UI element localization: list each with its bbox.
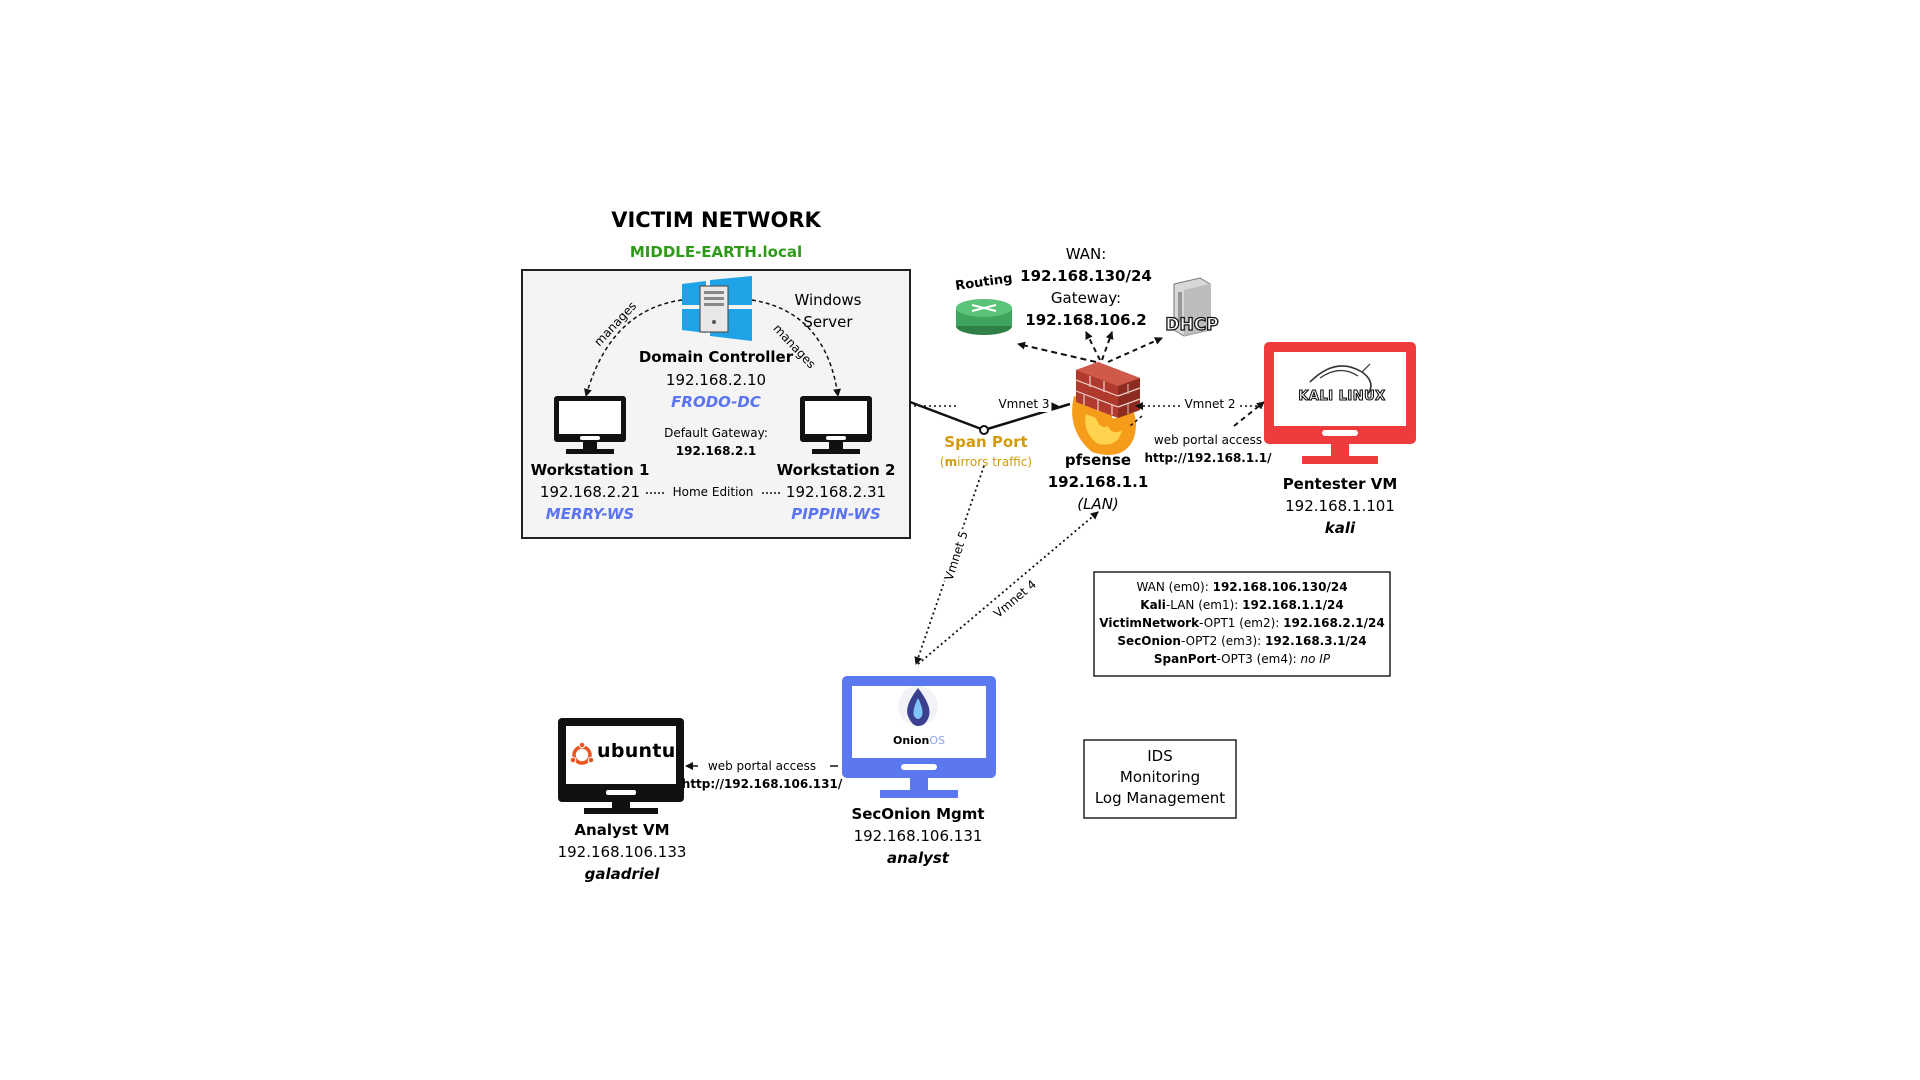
ws2-hostname: PIPPIN-WS	[791, 505, 881, 523]
dc-name: Domain Controller	[638, 348, 794, 366]
vmnet3-label: Vmnet 3	[996, 397, 1052, 412]
victim-to-span-line	[909, 400, 985, 432]
dc-ip: 192.168.2.10	[665, 371, 767, 389]
span-port-mirror-label: (mirrors traffic)	[939, 455, 1033, 469]
interfaces-box	[1093, 571, 1391, 677]
pfsense-to-gateway-arrow-a	[1085, 331, 1101, 361]
gateway-label: Gateway:	[1050, 289, 1122, 307]
onion-logo-icon	[898, 686, 938, 726]
ws1-hostname: MERRY-WS	[545, 505, 635, 523]
workstation-1-monitor-icon	[554, 396, 626, 454]
seconion-name: SecOnion Mgmt	[851, 805, 985, 823]
victim-network-title: VICTIM NETWORK	[611, 208, 821, 232]
kali-web-portal-label: web portal access	[1153, 433, 1263, 447]
pfsense-role: (LAN)	[1077, 495, 1119, 513]
router-icon	[956, 299, 1012, 335]
analyst-user: galadriel	[584, 865, 660, 883]
manages-left-arrow	[584, 299, 683, 397]
span-port-label: Span Port	[944, 433, 1028, 451]
pfsense-name: pfsense	[1064, 451, 1132, 469]
wan-ip: 192.168.130/24	[1020, 267, 1152, 285]
seconion-user: analyst	[887, 849, 949, 867]
seconion-ip: 192.168.106.131	[853, 827, 983, 845]
interface-row-span: SpanPort-OPT3 (em4): no IP	[1153, 652, 1331, 666]
workstation-2-monitor-icon	[800, 396, 872, 454]
dc-hostname: FRODO-DC	[671, 393, 761, 411]
span-port-node	[979, 425, 989, 435]
pfsense-to-gateway-arrow-b	[1101, 331, 1114, 361]
ids-box-text: IDS Monitoring Log Management	[1084, 746, 1236, 809]
manages-right-arrow	[751, 299, 841, 397]
windows-server-label: Windows Server	[794, 291, 862, 331]
analyst-monitor-icon	[558, 718, 684, 814]
analyst-web-portal-label: web portal access	[707, 759, 817, 773]
interface-row-kali: Kali-LAN (em1): 192.168.1.1/24	[1140, 598, 1344, 612]
monitoring-label: Monitoring	[1119, 768, 1201, 786]
pfsense-firewall-icon	[1072, 362, 1141, 455]
kali-web-portal-arrow	[1233, 401, 1265, 427]
kali-monitor-icon	[1264, 342, 1416, 464]
interface-row-seconion: SecOnion-OPT2 (em3): 192.168.3.1/24	[1117, 634, 1367, 648]
vmnet4-link	[917, 511, 1099, 665]
vmnet2-label: Vmnet 2	[1182, 397, 1238, 412]
ids-box	[1083, 739, 1237, 819]
pentester-name: Pentester VM	[1282, 475, 1398, 493]
wan-label: WAN:	[1065, 245, 1107, 263]
interface-row-victim: VictimNetwork-OPT1 (em2): 192.168.2.1/24	[1099, 616, 1385, 630]
kali-web-portal-tail	[1129, 415, 1143, 427]
pentester-user: kali	[1324, 519, 1356, 537]
pfsense-to-dhcp-arrow	[1107, 337, 1163, 363]
ws1-name: Workstation 1	[530, 461, 650, 479]
kali-web-portal-url: http://192.168.1.1/	[1144, 451, 1272, 465]
ws2-ip: 192.168.2.31	[785, 483, 887, 501]
default-gateway-ip: 192.168.2.1	[675, 444, 757, 458]
interface-row-wan: WAN (em0): 192.168.106.130/24	[1136, 580, 1348, 594]
windows-server-icon	[682, 276, 752, 341]
home-edition-label: Home Edition	[672, 485, 754, 499]
kali-linux-logo-text: KALI LINUX	[1298, 389, 1386, 405]
log-management-label: Log Management	[1094, 789, 1226, 807]
onion-os-logo-text: OnionOS	[893, 734, 945, 747]
pfsense-to-routing-arrow	[1017, 341, 1097, 363]
ubuntu-logo-text: ubuntu	[597, 740, 676, 762]
analyst-name: Analyst VM	[574, 821, 670, 839]
default-gateway-label: Default Gateway:	[664, 426, 768, 440]
analyst-ip: 192.168.106.133	[557, 843, 687, 861]
interfaces-list: WAN (em0): 192.168.106.130/24 Kali-LAN (…	[1096, 578, 1388, 668]
domain-name: MIDDLE-EARTH.local	[629, 243, 803, 261]
ids-label: IDS	[1147, 747, 1173, 765]
pfsense-ip: 192.168.1.1	[1047, 473, 1149, 491]
ubuntu-logo-icon	[569, 741, 595, 765]
ws2-name: Workstation 2	[776, 461, 896, 479]
gateway-ip: 192.168.106.2	[1025, 311, 1147, 329]
analyst-web-portal-url: http://192.168.106.131/	[681, 777, 843, 791]
dhcp-label: DHCP	[1165, 315, 1220, 335]
ws1-ip: 192.168.2.21	[539, 483, 641, 501]
dhcp-server-icon	[1173, 277, 1211, 337]
kali-dragon-icon	[1309, 363, 1372, 395]
pentester-ip: 192.168.1.101	[1285, 497, 1395, 515]
